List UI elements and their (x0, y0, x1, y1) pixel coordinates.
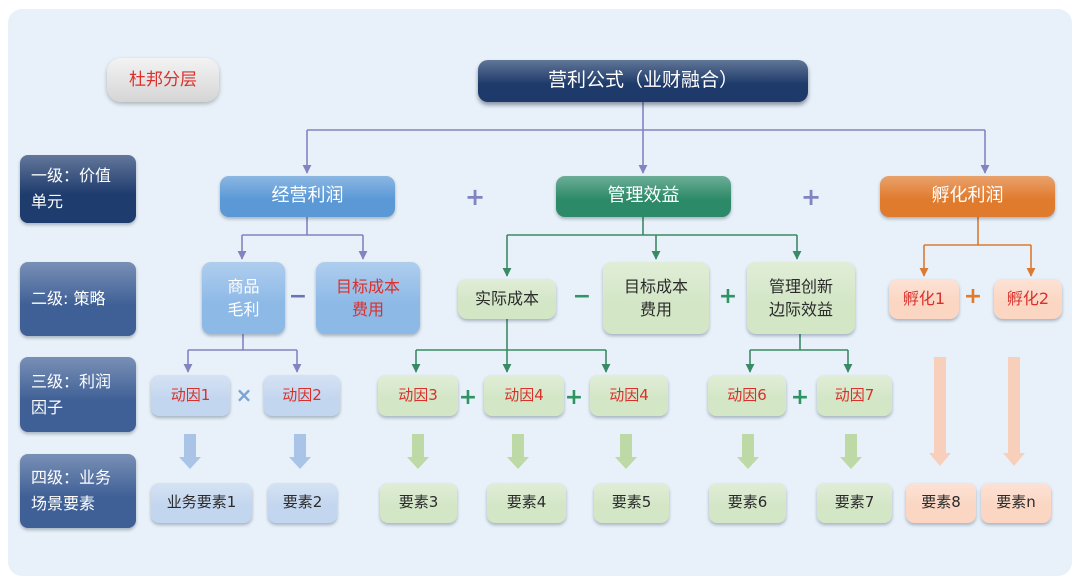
dupont-layer-badge: 杜邦分层 (107, 58, 219, 102)
management-benefit-box: 管理效益 (556, 176, 731, 217)
element-box: 要素n (981, 483, 1051, 523)
connector-actual-cost-to-level3 (411, 319, 611, 373)
target-cost-box-operating: 目标成本 费用 (316, 262, 420, 334)
connector-innovation-to-level3 (745, 334, 853, 373)
level2-label: 二级: 策略 (20, 262, 136, 336)
actual-cost-box: 实际成本 (458, 279, 556, 319)
down-arrow-icon (929, 357, 951, 466)
plus-operator: + (718, 284, 738, 309)
incubation-profit-box: 孵化利润 (880, 176, 1055, 217)
down-arrow-icon (179, 434, 201, 469)
driver-4-box: 动因4 (484, 375, 564, 416)
minus-operator: − (288, 284, 308, 309)
level4-label: 四级：业务 场景要素 (20, 454, 136, 528)
level3-label: 三级：利润 因子 (20, 357, 136, 432)
gross-margin-box: 商品 毛利 (202, 262, 285, 334)
incubation-2-box: 孵化2 (994, 279, 1062, 319)
element-box: 要素7 (817, 483, 892, 523)
plus-operator: + (458, 385, 478, 410)
driver-2-box: 动因2 (264, 375, 340, 416)
down-arrow-icon (507, 434, 529, 469)
connector-operating-to-level2 (237, 217, 368, 260)
target-cost-box-management: 目标成本 费用 (603, 262, 709, 334)
multiply-operator: × (235, 383, 253, 407)
plus-operator: + (564, 385, 584, 410)
incubation-1-box: 孵化1 (889, 279, 959, 319)
plus-operator: + (464, 183, 486, 211)
plus-operator: + (963, 284, 983, 309)
connector-formula-to-level1 (302, 102, 990, 174)
element-box: 要素6 (709, 483, 786, 523)
element-box: 要素3 (380, 483, 457, 523)
down-arrow-icon (737, 434, 759, 469)
driver-4b-box: 动因4 (590, 375, 668, 416)
down-arrow-icon (1003, 357, 1025, 466)
plus-operator: + (800, 183, 822, 211)
down-arrow-icon (615, 434, 637, 469)
driver-3-box: 动因3 (378, 375, 458, 416)
driver-6-box: 动因6 (708, 375, 786, 416)
element-box: 业务要素1 (151, 483, 252, 523)
operating-profit-box: 经营利润 (220, 176, 395, 217)
down-arrow-icon (840, 434, 862, 469)
connector-incubation-to-level2 (919, 217, 1036, 277)
element-box: 要素8 (906, 483, 976, 523)
driver-1-box: 动因1 (151, 375, 230, 416)
innovation-benefit-box: 管理创新 边际效益 (747, 262, 855, 334)
down-arrow-icon (407, 434, 429, 469)
element-box: 要素5 (594, 483, 669, 523)
plus-operator: + (790, 385, 810, 410)
driver-7-box: 动因7 (817, 375, 892, 416)
connector-gross-margin-to-level3 (183, 334, 302, 373)
profit-formula-box: 营利公式（业财融合） (478, 60, 808, 102)
level1-label: 一级：价值 单元 (20, 155, 136, 223)
element-box: 要素4 (487, 483, 566, 523)
minus-operator: − (572, 284, 592, 309)
level4-down-arrows (179, 357, 1025, 469)
element-box: 要素2 (268, 483, 337, 523)
down-arrow-icon (289, 434, 311, 469)
connector-management-to-level2 (502, 217, 802, 277)
